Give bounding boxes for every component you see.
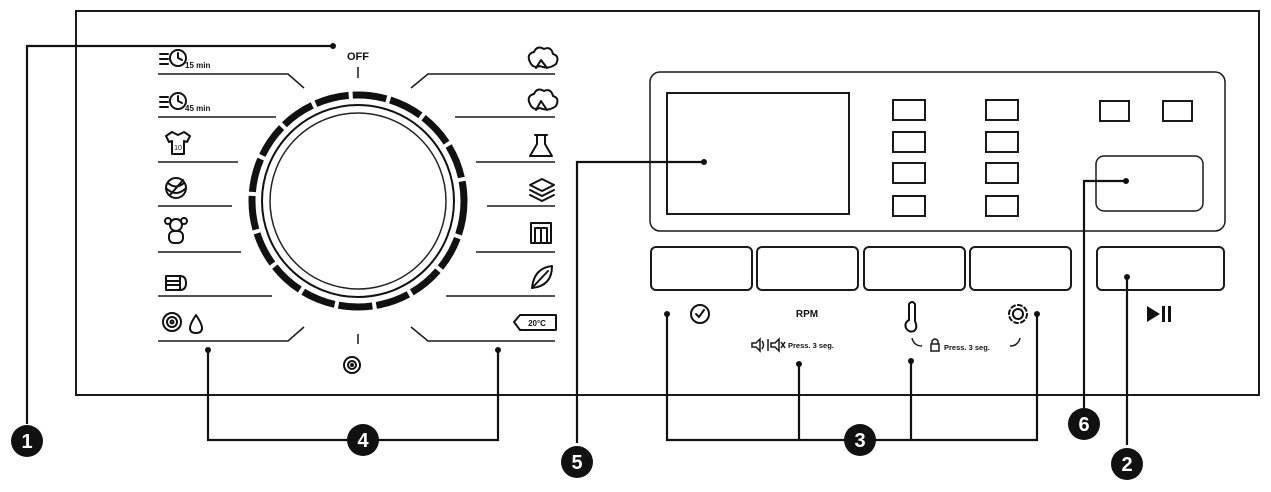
spin-drain-icon[interactable] (162, 312, 203, 334)
quick-15-icon[interactable]: 15 min (159, 49, 210, 70)
leader-5 (575, 160, 704, 443)
play-pause-icon (1147, 306, 1171, 322)
rpm-label: RPM (796, 309, 818, 320)
svg-text:2: 2 (1121, 454, 1132, 476)
lock-hint-text: Press. 3 seg. (944, 343, 990, 352)
status-indicators (892, 99, 1193, 217)
callout-badge-5: 5 (561, 446, 593, 478)
lock-icon (930, 338, 940, 352)
lock-hint-bracket (911, 337, 1021, 347)
mix-layers-icon[interactable] (529, 178, 555, 202)
callout-badge-1: 1 (11, 425, 43, 457)
quick-45-label: 45 min (185, 104, 210, 113)
delay-button[interactable] (650, 246, 753, 291)
callout-badge-4: 4 (347, 424, 379, 456)
thermometer-icon (904, 301, 918, 333)
shirt-number: 10 (174, 145, 182, 152)
leader-1 (25, 44, 333, 424)
leader-6 (1082, 179, 1126, 408)
rpm-button[interactable] (756, 246, 859, 291)
left-program-lines (158, 73, 305, 342)
callout-badge-2: 2 (1111, 448, 1143, 480)
svg-text:5: 5 (571, 452, 582, 474)
right-program-lines (410, 73, 555, 342)
svg-text:3: 3 (854, 430, 865, 452)
program-dial[interactable] (248, 91, 468, 311)
clock-icon (690, 304, 710, 324)
off-label: OFF (347, 51, 369, 63)
leaf-icon[interactable] (531, 265, 553, 289)
tag-20c-icon[interactable]: 20°C (513, 314, 557, 331)
baby-icon[interactable] (164, 217, 188, 244)
callout-badge-6: 6 (1068, 408, 1100, 440)
shirt-icon[interactable]: 10 (165, 131, 191, 155)
tag-20c-label: 20°C (528, 319, 546, 328)
quick-15-label: 15 min (185, 61, 210, 70)
temperature-button[interactable] (863, 246, 966, 291)
speaker-icon (751, 337, 786, 353)
sound-hint-text: Press. 3 seg. (788, 341, 834, 350)
dial-outer-ring (248, 91, 468, 311)
spin-icon[interactable] (343, 356, 361, 374)
wool-icon[interactable] (165, 177, 187, 199)
quick-45-icon[interactable]: 45 min (159, 92, 210, 113)
flask-icon[interactable] (529, 134, 553, 157)
display-frame (649, 71, 1226, 232)
gear-icon (1008, 304, 1028, 324)
trousers-icon[interactable] (530, 222, 552, 244)
svg-text:6: 6 (1078, 414, 1089, 436)
display-screen (666, 92, 850, 215)
start-indicator-window (1095, 155, 1204, 212)
callout-badge-3: 3 (844, 424, 876, 456)
cotton-eco-icon[interactable] (527, 88, 559, 111)
cotton-icon[interactable] (527, 46, 559, 69)
towels-icon[interactable] (165, 275, 187, 291)
leader-3 (665, 314, 1039, 442)
start-pause-button[interactable] (1096, 246, 1225, 291)
dial-inner-ring (261, 104, 455, 298)
dial-knob[interactable] (269, 112, 447, 290)
options-button[interactable] (969, 246, 1072, 291)
svg-text:4: 4 (357, 430, 369, 452)
svg-text:1: 1 (21, 431, 32, 453)
